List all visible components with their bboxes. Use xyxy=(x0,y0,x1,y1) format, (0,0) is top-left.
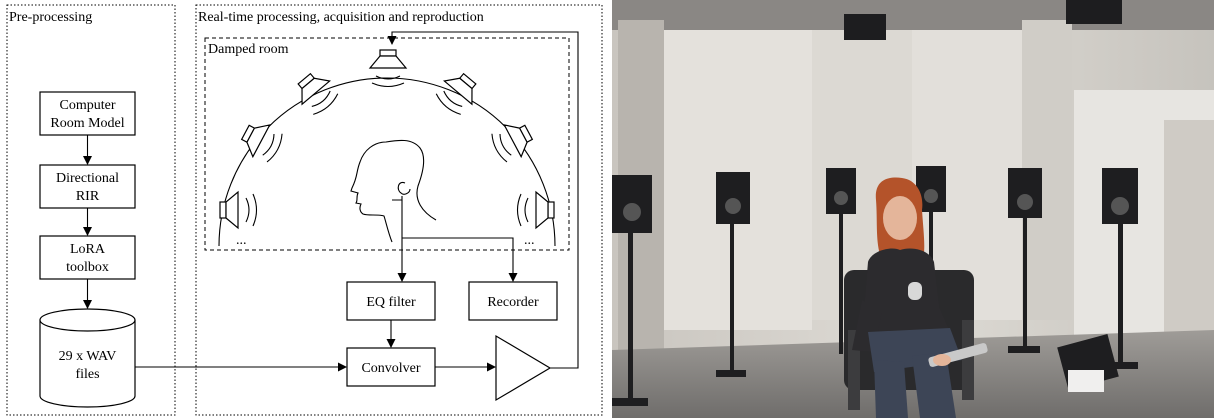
damped-room-box xyxy=(204,37,570,251)
preprocessing-panel xyxy=(6,4,176,416)
room-model-line1: Computer xyxy=(60,98,116,113)
eq-filter-block xyxy=(346,281,436,321)
wav-files-line2: files xyxy=(75,367,99,382)
room-model-line2: Room Model xyxy=(50,116,124,131)
preprocessing-title: Pre-processing xyxy=(9,10,92,25)
speaker-low-right-icon xyxy=(516,190,555,230)
mic-to-recorder-wire xyxy=(402,237,518,282)
lora-toolbox-line2: toolbox xyxy=(66,260,109,275)
directional-rir-line1: Directional xyxy=(56,171,119,186)
wav-files-line1: 29 x WAV xyxy=(59,349,117,364)
lora-toolbox-block xyxy=(39,235,136,280)
recorder-label: Recorder xyxy=(487,295,539,310)
convolver-label: Convolver xyxy=(361,361,420,376)
lora-toolbox-line1: LoRA xyxy=(70,242,106,257)
amplifier-icon xyxy=(495,334,552,402)
ellipsis-left: ... xyxy=(236,233,247,248)
speaker-upper-right-icon xyxy=(435,72,477,115)
speaker-arc xyxy=(218,77,556,247)
speaker-low-left-icon xyxy=(219,190,258,230)
amplifier-to-speaker-wire xyxy=(387,31,579,369)
listening-room-photo xyxy=(612,0,1214,418)
ellipsis-right: ... xyxy=(524,233,535,248)
eq-filter-label: EQ filter xyxy=(366,295,416,310)
realtime-panel xyxy=(195,4,603,416)
wav-files-storage-icon xyxy=(39,308,136,408)
speaker-mid-right-icon xyxy=(491,124,534,163)
head-icon xyxy=(350,139,437,243)
realtime-title: Real-time processing, acquisition and re… xyxy=(198,10,484,25)
speaker-top-icon xyxy=(368,49,408,88)
damped-room-label: Damped room xyxy=(208,42,289,57)
directional-rir-line2: RIR xyxy=(76,189,100,204)
recorder-block xyxy=(468,281,558,321)
signal-flow-diagram: Pre-processing Real-time processing, acq… xyxy=(6,4,603,416)
speaker-upper-left-icon xyxy=(297,72,339,115)
speaker-mid-left-icon xyxy=(240,124,283,163)
photo-listening-room-icon xyxy=(612,0,1214,418)
room-model-block xyxy=(39,91,136,136)
